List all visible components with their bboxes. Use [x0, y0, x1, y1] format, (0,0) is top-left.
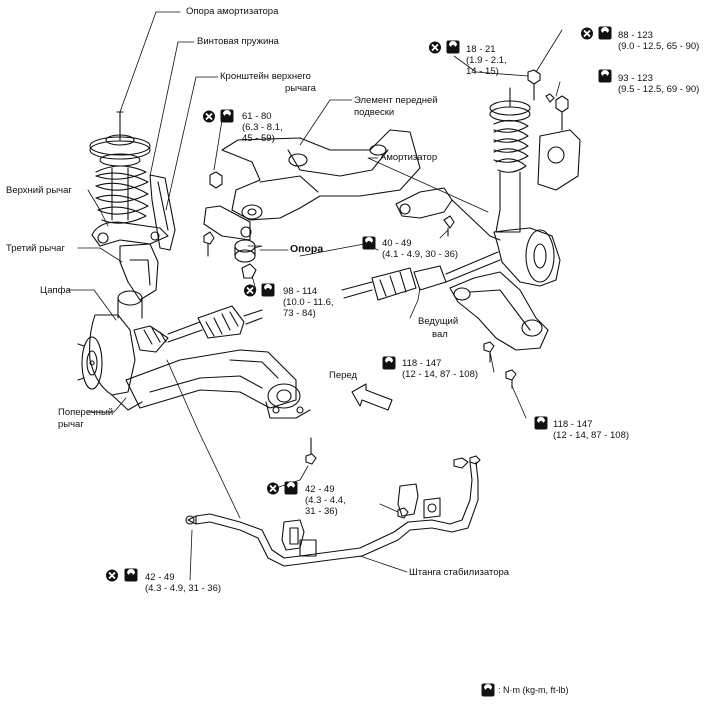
upper-arm — [91, 221, 169, 247]
do-not-reuse-icon — [580, 27, 594, 40]
label-strut-mount: Опора амортизатора — [186, 6, 279, 17]
label-coil-spring: Винтовая пружина — [197, 36, 279, 47]
right-strut-tower — [537, 93, 581, 191]
left-strut-mount — [89, 111, 151, 167]
right-lower-arm — [443, 215, 549, 389]
right-strut-mount — [489, 69, 541, 122]
torque-t5: 40 - 49 (4.1 - 4.9, 30 - 36) — [382, 238, 459, 260]
bolts-center — [203, 171, 257, 279]
label-third-arm: Третий рычаг — [6, 243, 65, 254]
label-stabilizer-bar: Штанга стабилизатора — [409, 567, 510, 578]
torque-t2: 88 - 123 (9.0 - 12.5, 65 - 90) — [618, 30, 700, 52]
left-strut-body — [149, 174, 176, 251]
torque-t8: 118 - 147 (12 - 14, 87 - 108) — [553, 419, 630, 441]
knuckle — [77, 290, 143, 411]
label-knuckle: Цапфа — [40, 285, 71, 296]
torque-t4: 61 - 80 (6.3 - 8.1, 45 - 59) — [242, 111, 283, 144]
third-arm — [119, 243, 159, 301]
right-drive-shaft — [341, 251, 501, 301]
stabilizer-bar — [185, 455, 481, 567]
support-mount — [234, 239, 256, 263]
torque-t3: 93 - 123 (9.5 - 12.5, 69 - 90) — [618, 73, 700, 95]
label-drive-shaft-line2: вал — [432, 329, 448, 340]
label-front: Перед — [329, 370, 358, 381]
do-not-reuse-icon — [266, 482, 280, 495]
torque-t6: 98 - 114 (10.0 - 11.6, 73 - 84) — [283, 286, 334, 319]
label-upper-bracket-line1: Кронштейн верхнего — [220, 71, 311, 82]
torque-wrench-icon — [598, 69, 612, 83]
torque-t9: 42 - 49 (4.3 - 4.4, 31 - 36) — [305, 484, 346, 517]
torque-wrench-icon — [362, 236, 376, 250]
transverse-arm — [125, 349, 311, 419]
do-not-reuse-icon — [105, 569, 119, 582]
torque-wrench-icon — [598, 26, 612, 40]
right-knuckle — [493, 227, 561, 287]
right-coil-spring — [493, 119, 529, 233]
torque-wrench-icon — [382, 356, 396, 370]
do-not-reuse-icon — [428, 41, 442, 54]
label-front-member-line2: подвески — [354, 107, 395, 118]
front-suspension-member — [221, 129, 421, 221]
do-not-reuse-icon — [243, 284, 257, 297]
torque-wrench-icon — [220, 109, 234, 123]
left-drive-shaft — [133, 305, 263, 353]
leader-lines — [67, 11, 563, 581]
label-transverse-arm-line2: рычаг — [58, 419, 84, 430]
upper-arm-bracket — [203, 205, 252, 241]
front-arrow — [351, 383, 393, 411]
torque-wrench-icon — [284, 481, 298, 495]
label-transverse-arm-line1: Поперечный — [58, 407, 114, 418]
label-upper-bracket-line2: рычага — [285, 83, 316, 94]
right-upper-arm — [395, 187, 501, 241]
torque-wrench-icon — [446, 40, 460, 54]
label-drive-shaft-line1: Ведущий — [418, 316, 459, 327]
label-shock-absorber: Амортизатор — [380, 152, 438, 163]
stabilizer-bushings — [281, 483, 441, 557]
torque-t10: 42 - 49 (4.3 - 4.9, 31 - 36) — [145, 572, 222, 594]
torque-wrench-icon — [534, 416, 548, 430]
stabilizer-bolts — [305, 437, 409, 519]
torque-t1: 18 - 21 (1.9 - 2.1, 14 - 15) — [466, 44, 507, 77]
torque-wrench-icon — [261, 283, 275, 297]
do-not-reuse-icon — [202, 110, 216, 123]
torque-t7: 118 - 147 (12 - 14, 87 - 108) — [402, 358, 479, 380]
left-coil-spring — [95, 165, 149, 224]
torque-wrench-icon — [481, 683, 495, 697]
label-support: Опора — [290, 243, 324, 255]
legend-units: : N·m (kg-m, ft-lb) — [498, 685, 569, 695]
torque-wrench-icon — [124, 568, 138, 582]
label-upper-arm: Верхний рычаг — [6, 185, 72, 196]
label-front-member-line1: Элемент передней — [354, 95, 438, 106]
